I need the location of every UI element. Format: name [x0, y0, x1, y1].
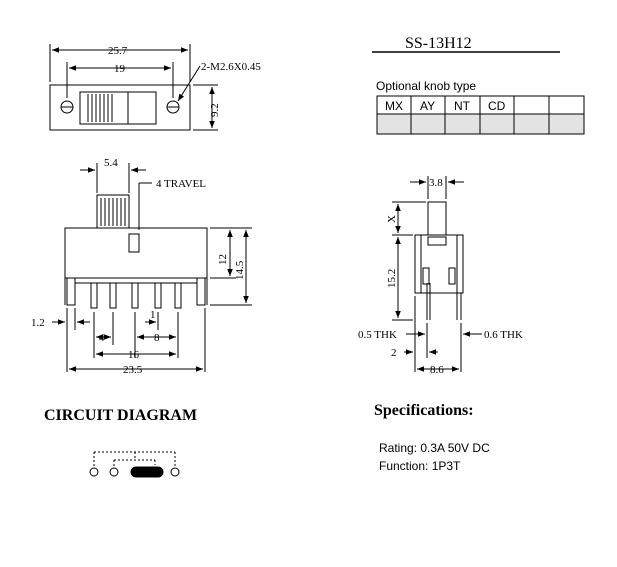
knob-cell-ay: AY: [420, 99, 435, 113]
front-width-label: 23.5: [123, 364, 143, 376]
spec-rating: Rating: 0.3A 50V DC: [379, 441, 490, 455]
top-width-label: 25.7: [108, 45, 128, 57]
side-width-label: 8.6: [430, 364, 444, 376]
top-pitch-label: 19: [114, 63, 126, 75]
front-body-height-label: 12: [217, 254, 229, 265]
circuit-heading: CIRCUIT DIAGRAM: [44, 407, 197, 424]
side-knob-width-label: 3.8: [429, 177, 443, 189]
knob-table-heading: Optional knob type: [376, 79, 476, 93]
side-knob-x-label: X: [386, 215, 398, 223]
circuit-schematic: [89, 451, 180, 478]
front-span-16-label: 16: [128, 349, 140, 361]
top-view-drawing: [49, 44, 218, 131]
front-total-height-label: 14.5: [234, 260, 246, 280]
knob-cell-cd: CD: [488, 99, 506, 113]
front-knob-width-label: 5.4: [104, 157, 118, 169]
front-pitch-4-label: 4: [99, 332, 105, 344]
front-span-8-label: 8: [154, 332, 160, 344]
knob-type-table: [376, 95, 585, 135]
side-thk-left-label: 0.5 THK: [358, 329, 397, 341]
top-height-label: 9.2: [209, 103, 221, 117]
front-travel-label: 4 TRAVEL: [156, 178, 206, 190]
spec-function: Function: 1P3T: [379, 459, 461, 473]
knob-cell-nt: NT: [454, 99, 471, 113]
front-pin-offset-label: 1.2: [31, 317, 45, 329]
front-pin-gap-label: 1: [150, 309, 156, 321]
side-height-label: 15.2: [386, 269, 398, 288]
part-number-title: SS-13H12: [405, 35, 472, 52]
specs-heading: Specifications:: [374, 402, 474, 419]
front-view-drawing: [52, 163, 252, 372]
knob-cell-mx: MX: [385, 99, 403, 113]
hole-spec-label: 2-M2.6X0.45: [201, 61, 261, 73]
side-view-drawing: [392, 176, 482, 372]
side-offset-label: 2: [391, 347, 397, 359]
side-thk-right-label: 0.6 THK: [484, 329, 523, 341]
